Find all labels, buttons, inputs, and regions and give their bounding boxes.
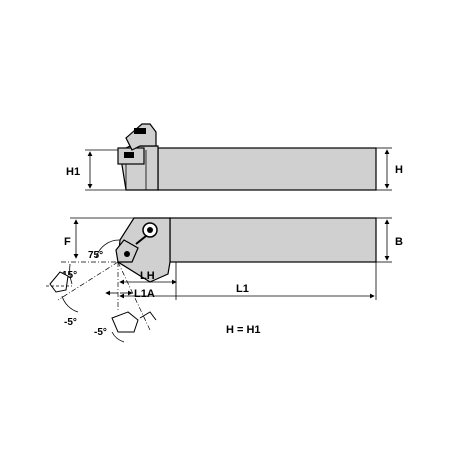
- side-clamp-screw: [134, 128, 146, 134]
- h-label: H: [395, 164, 403, 176]
- side-shank: [157, 147, 377, 191]
- f-label: F: [64, 236, 71, 248]
- top-head: [117, 217, 171, 283]
- angle-neg5-b-label: -5°: [94, 327, 107, 338]
- l1-label: L1: [236, 283, 249, 295]
- equation-label: H = H1: [226, 324, 261, 336]
- top-shank: [169, 217, 377, 263]
- lh-label: LH: [140, 270, 155, 282]
- section-detail-left: -5°: [46, 271, 79, 328]
- top-clamp-screw: [147, 227, 153, 233]
- angle-15-label: 15°: [62, 270, 77, 281]
- top-insert-hole: [124, 251, 130, 257]
- angle-neg5-a-label: -5°: [64, 317, 77, 328]
- l1a-label: L1A: [134, 288, 155, 300]
- side-insert-dark: [124, 152, 134, 158]
- section-detail-right: -5°: [94, 311, 157, 343]
- top-view: F B 75° 15° LH L1A L1: [57, 217, 403, 331]
- angle-75-label: 75°: [88, 250, 103, 261]
- h1-label: H1: [66, 166, 80, 178]
- b-label: B: [395, 236, 403, 248]
- side-clamp: [125, 123, 157, 151]
- side-view: H1 H: [66, 123, 403, 191]
